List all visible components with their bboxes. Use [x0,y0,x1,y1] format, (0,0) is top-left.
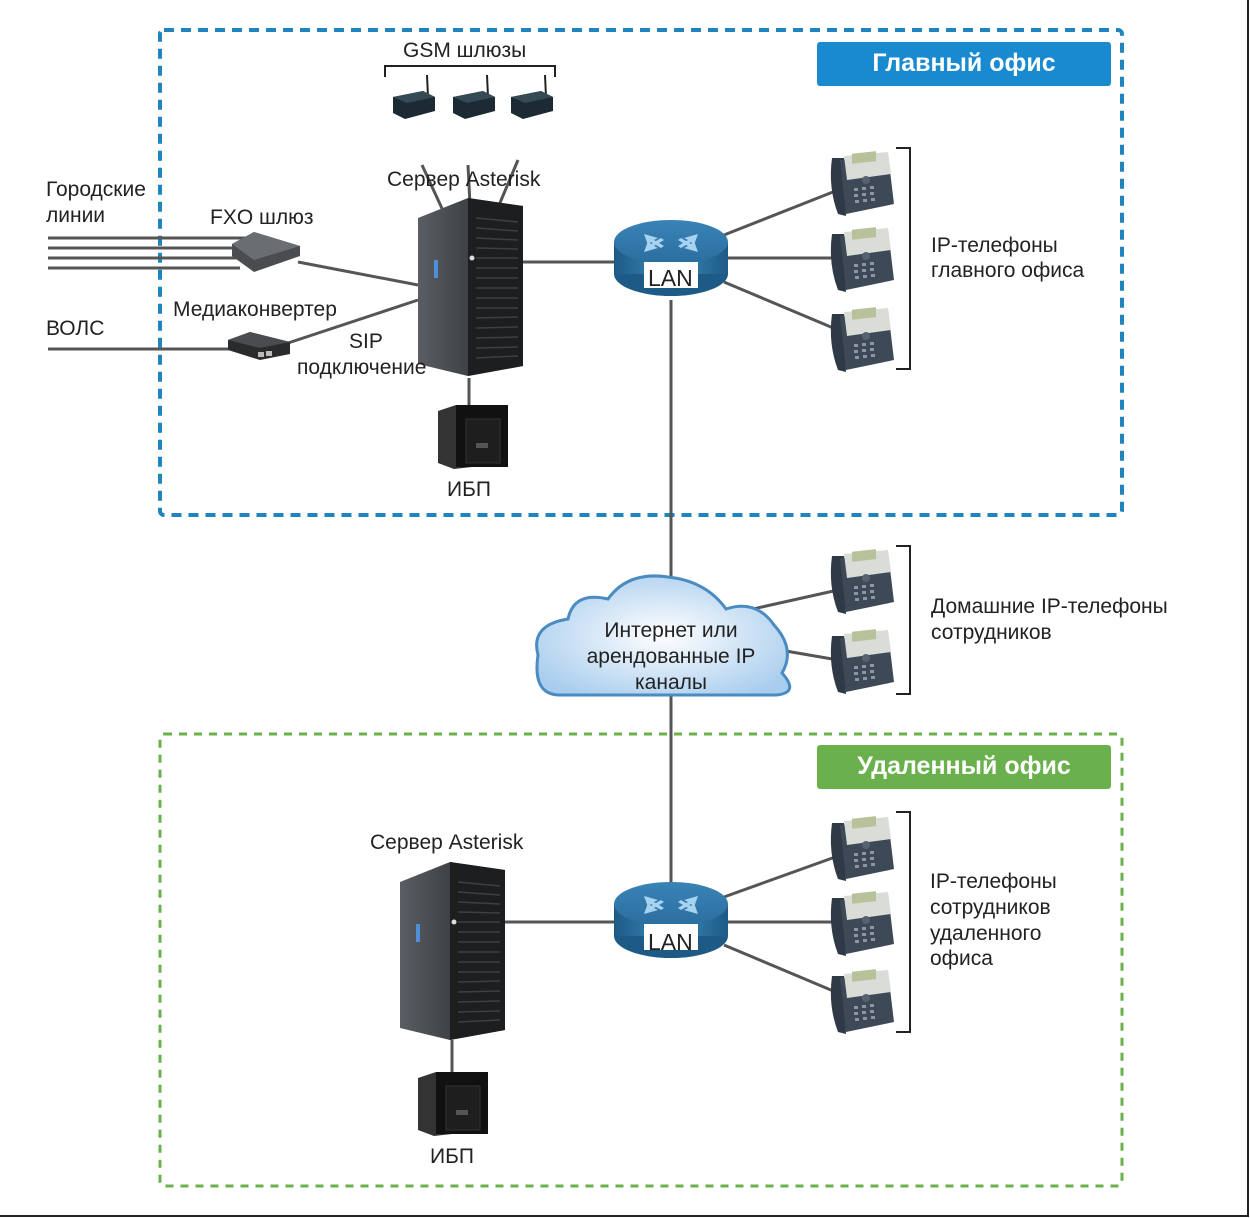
main-server-label: Сервер Asterisk [387,168,541,191]
ip-phone-icon [830,307,894,372]
gsm-gateway-icon [452,74,496,120]
ip-phone-icon [830,227,894,292]
city-lines-label-1: Городские [46,178,146,201]
ip-phone-icon [830,816,894,881]
server-icon [417,197,524,377]
sip-label-1: SIP [349,330,383,353]
cloud-label-2: арендованные IP [586,645,756,668]
ip-phone-icon [830,549,894,614]
main-office-badge: Главный офис [817,42,1111,86]
remote-phones-label-2: сотрудников [930,896,1051,919]
mediaconverter-icon [228,332,290,360]
ip-phone-icon [830,629,894,694]
main-office-boundary [158,28,1124,517]
remote-phones-label-3: удаленного [930,922,1042,945]
remote-ups-label: ИБП [430,1145,474,1168]
remote-office-badge: Удаленный офис [817,745,1111,789]
main-office-title: Главный офис [872,49,1056,77]
cloud-label-3: каналы [635,671,707,694]
mediaconverter-label: Медиаконвертер [173,298,337,321]
remote-lan-label: LAN [648,929,693,955]
fiber-label: ВОЛС [46,317,105,340]
fxo-gateway-icon [232,232,300,272]
connections [48,159,839,1075]
remote-phones-label-1: IP-телефоны [930,870,1057,893]
remote-phones-label-4: офиса [930,947,993,970]
ip-phone-icon [830,891,894,956]
main-phones-label-1: IP-телефоны [931,234,1058,257]
sip-label-2: подключение [297,356,427,379]
gsm-gateway-icon [392,74,436,120]
fxo-gateway-label: FXO шлюз [210,206,314,229]
ups-icon [417,1071,489,1137]
ups-icon [437,404,509,470]
home-phones-label-2: сотрудников [931,621,1052,644]
main-ups-label: ИБП [447,478,491,501]
home-phones-label-1: Домашние IP-телефоны [931,595,1168,618]
ip-phone-icon [830,969,894,1034]
cloud-icon [535,574,792,697]
main-lan-label: LAN [648,265,693,291]
brackets [384,65,911,1033]
ip-phone-icon [830,151,894,216]
cloud-label-1: Интернет или [604,619,738,642]
remote-server-label: Сервер Asterisk [370,831,524,854]
remote-office-title: Удаленный офис [857,752,1071,780]
city-lines-label-2: линии [46,204,106,227]
main-phones-label-2: главного офиса [931,259,1085,282]
gsm-gateway-icon [510,74,554,120]
gsm-gateways-label: GSM шлюзы [403,39,527,62]
server-icon [399,861,506,1041]
